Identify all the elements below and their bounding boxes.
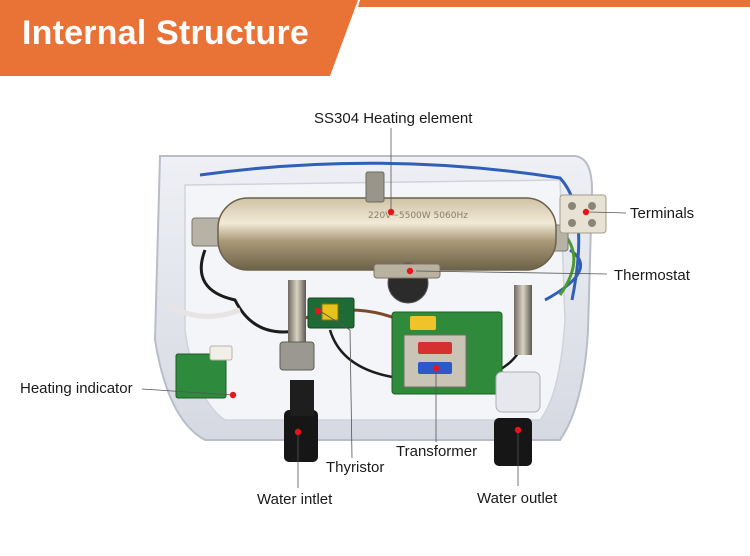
label-transformer: Transformer	[396, 443, 478, 460]
element-clamp	[365, 171, 385, 203]
black-wire	[199, 249, 301, 334]
label-water-inlet: Water intlet	[257, 491, 333, 508]
outlet-fitting	[495, 371, 541, 413]
element-marking: 220V~5500W 5060Hz	[368, 211, 468, 221]
leader-thyristor-2	[349, 329, 353, 459]
blue-wire-2	[544, 248, 582, 302]
label-terminals: Terminals	[630, 205, 695, 222]
red-markers	[229, 208, 590, 436]
terminal-screw-2	[588, 202, 596, 210]
leader-thermostat	[415, 270, 608, 275]
outlet-nozzle	[494, 418, 532, 466]
indicator-connector	[209, 345, 233, 361]
marker-water-outlet	[514, 426, 522, 434]
white-ribbon-cable	[168, 302, 241, 319]
label-heating-element: SS304 Heating element	[314, 110, 473, 127]
inlet-pipe	[288, 280, 306, 345]
inlet-nozzle	[284, 410, 318, 462]
label-thermostat: Thermostat	[614, 267, 690, 284]
label-heating-indicator: Heating indicator	[20, 380, 133, 397]
leader-lines	[141, 128, 627, 488]
marker-heating-indicator	[229, 391, 237, 399]
inlet-fitting	[279, 341, 315, 371]
banner-accent-stripe	[358, 0, 750, 7]
page-title: Internal Structure	[22, 14, 309, 52]
leader-terminals	[589, 211, 627, 214]
marker-thyristor	[314, 307, 322, 315]
terminal-screw-4	[588, 219, 596, 227]
heating-element-tube	[217, 197, 557, 271]
terminal-screw-1	[568, 202, 576, 210]
outlet-pipe	[514, 285, 532, 355]
leader-heating-indicator	[141, 388, 234, 396]
label-water-outlet: Water outlet	[477, 490, 558, 507]
marker-thermostat	[406, 267, 414, 275]
inlet-connector	[290, 380, 314, 416]
transformer-coil-red	[418, 342, 452, 354]
leader-thyristor	[319, 310, 351, 331]
marker-terminals	[582, 208, 590, 216]
capacitor-yellow	[410, 316, 436, 330]
blue-wire	[199, 161, 581, 301]
indicator-board	[175, 353, 227, 399]
marker-water-inlet	[294, 428, 302, 436]
terminal-screw-3	[568, 219, 576, 227]
label-thyristor: Thyristor	[326, 459, 385, 476]
banner-shape	[0, 0, 358, 76]
terminal-block	[559, 194, 607, 234]
header-banner	[0, 0, 750, 76]
marker-transformer	[432, 364, 440, 372]
marker-heating-element	[387, 208, 395, 216]
